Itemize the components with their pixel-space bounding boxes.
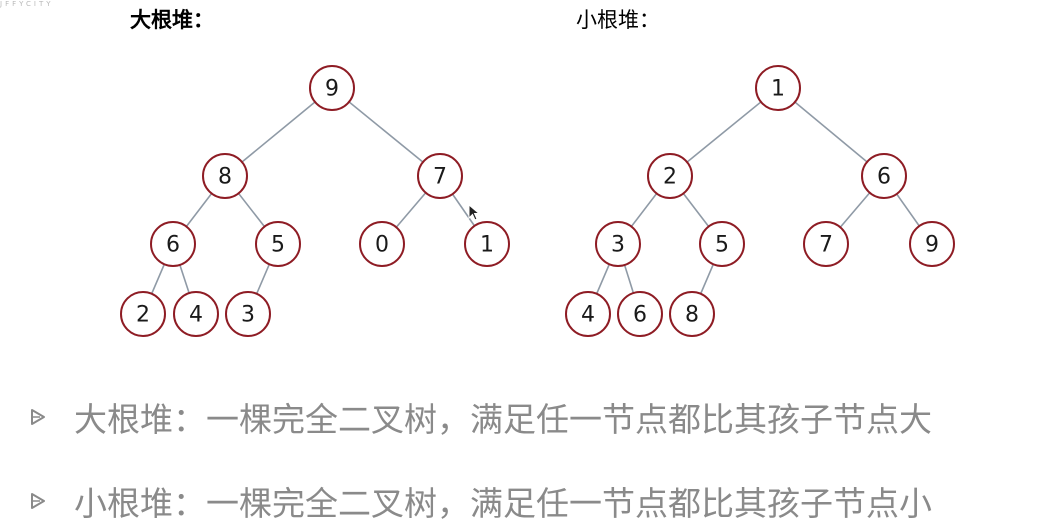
max-heap-title: 大根堆： bbox=[130, 8, 214, 32]
max-heap-node-value: 2 bbox=[136, 303, 150, 328]
play-triangle-icon bbox=[30, 408, 52, 426]
min-heap-node-value: 1 bbox=[771, 77, 785, 102]
max-heap-node-value: 6 bbox=[166, 233, 180, 258]
max-heap-node-value: 4 bbox=[189, 303, 203, 328]
min-heap-node-value: 7 bbox=[819, 233, 833, 258]
max-heap-node: 8 bbox=[202, 153, 248, 199]
max-heap-node-value: 8 bbox=[218, 165, 232, 190]
min-heap-edge bbox=[669, 87, 779, 177]
max-heap-node-value: 9 bbox=[325, 77, 339, 102]
min-heap-node: 5 bbox=[699, 221, 745, 267]
max-heap-node: 0 bbox=[359, 221, 405, 267]
heap-diagram: 9 8 7 6 5 0 1 2 4 3 1 2 6 3 5 7 9 4 6 8 bbox=[120, 65, 955, 337]
max-heap-node: 4 bbox=[173, 291, 219, 337]
min-heap-node-circle bbox=[595, 221, 641, 267]
max-heap-edge bbox=[331, 87, 441, 177]
min-heap-node-circle bbox=[803, 221, 849, 267]
min-heap-node-value: 6 bbox=[633, 303, 647, 328]
min-heap-node-value: 5 bbox=[715, 233, 729, 258]
max-heap-node-value: 0 bbox=[375, 233, 389, 258]
max-heap-node: 3 bbox=[225, 291, 271, 337]
bullet-max-heap: 大根堆：一棵完全二叉树，满足任一节点都比其孩子节点大 bbox=[30, 393, 932, 441]
min-heap-node: 3 bbox=[595, 221, 641, 267]
bullet-min-heap: 小根堆：一棵完全二叉树，满足任一节点都比其孩子节点小 bbox=[30, 477, 932, 525]
max-heap-node: 1 bbox=[464, 221, 510, 267]
min-heap-node: 6 bbox=[617, 291, 663, 337]
watermark: JFFYCITY bbox=[0, 0, 54, 8]
max-heap-node-value: 1 bbox=[480, 233, 494, 258]
max-heap-node-circle bbox=[150, 221, 196, 267]
min-heap-node-value: 3 bbox=[611, 233, 625, 258]
max-heap-node-circle bbox=[202, 153, 248, 199]
max-heap-node-circle bbox=[120, 291, 166, 337]
min-heap-node-value: 2 bbox=[663, 165, 677, 190]
play-triangle-icon bbox=[30, 492, 52, 510]
max-heap-node: 9 bbox=[309, 65, 355, 111]
max-heap-node-value: 3 bbox=[241, 303, 255, 328]
max-heap-node-circle bbox=[417, 153, 463, 199]
bullet-max-heap-text: 大根堆：一棵完全二叉树，满足任一节点都比其孩子节点大 bbox=[74, 400, 932, 439]
min-heap-node: 7 bbox=[803, 221, 849, 267]
max-heap-node-circle bbox=[464, 221, 510, 267]
max-heap-edge bbox=[224, 87, 333, 177]
bullet-min-heap-text: 小根堆：一棵完全二叉树，满足任一节点都比其孩子节点小 bbox=[74, 484, 932, 523]
min-heap-node: 8 bbox=[669, 291, 715, 337]
min-heap-node-value: 4 bbox=[581, 303, 595, 328]
min-heap-node-circle bbox=[565, 291, 611, 337]
min-heap-node-circle bbox=[861, 153, 907, 199]
min-heap-node: 6 bbox=[861, 153, 907, 199]
max-heap-node: 5 bbox=[255, 221, 301, 267]
min-heap-node-circle bbox=[755, 65, 801, 111]
max-heap-node-circle bbox=[173, 291, 219, 337]
min-heap-node-value: 9 bbox=[925, 233, 939, 258]
min-heap-title: 小根堆： bbox=[576, 8, 660, 32]
min-heap-node-circle bbox=[647, 153, 693, 199]
max-heap-node-value: 7 bbox=[433, 165, 447, 190]
min-heap-node-circle bbox=[909, 221, 955, 267]
min-heap-node: 4 bbox=[565, 291, 611, 337]
min-heap-node: 9 bbox=[909, 221, 955, 267]
max-heap-node: 6 bbox=[150, 221, 196, 267]
max-heap-node: 2 bbox=[120, 291, 166, 337]
min-heap-node: 1 bbox=[755, 65, 801, 111]
min-heap-node-value: 6 bbox=[877, 165, 891, 190]
min-heap-node-circle bbox=[699, 221, 745, 267]
max-heap-node-circle bbox=[255, 221, 301, 267]
max-heap-node: 7 bbox=[417, 153, 463, 199]
max-heap-node-value: 5 bbox=[271, 233, 285, 258]
max-heap-node-circle bbox=[359, 221, 405, 267]
min-heap-node: 2 bbox=[647, 153, 693, 199]
max-heap-node-circle bbox=[309, 65, 355, 111]
min-heap-node-circle bbox=[669, 291, 715, 337]
mouse-cursor-icon bbox=[468, 203, 482, 226]
max-heap-node-circle bbox=[225, 291, 271, 337]
min-heap-node-value: 8 bbox=[685, 303, 699, 328]
min-heap-node-circle bbox=[617, 291, 663, 337]
